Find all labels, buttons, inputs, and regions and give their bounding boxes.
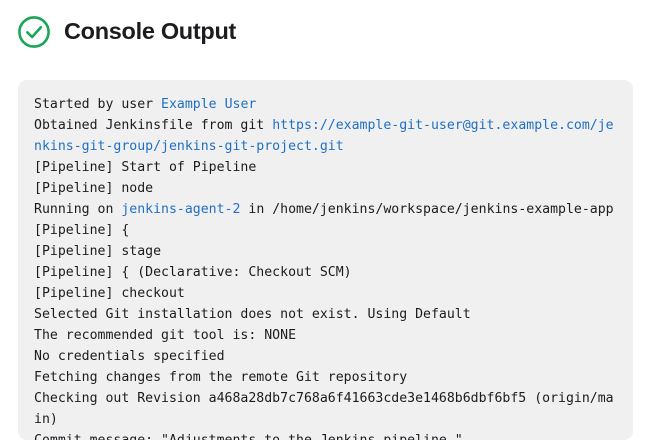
console-log-text: Selected Git installation does not exist… [34, 307, 471, 322]
check-circle-icon [17, 15, 51, 49]
console-log-line: The recommended git tool is: NONE [34, 325, 617, 346]
console-log-line: [Pipeline] { [34, 220, 617, 241]
console-log-text: [Pipeline] node [34, 181, 154, 196]
console-log-line: Checking out Revision a468a28db7c768a6f4… [34, 388, 617, 430]
console-log-line: [Pipeline] Start of Pipeline [34, 157, 617, 178]
console-log-text: [Pipeline] { (Declarative: Checkout SCM) [34, 265, 352, 280]
console-log-text: in /home/jenkins/workspace/jenkins-examp… [240, 202, 614, 217]
console-log-line: Selected Git installation does not exist… [34, 304, 617, 325]
console-log-link[interactable]: jenkins-agent-2 [121, 202, 241, 217]
console-log-line: No credentials specified [34, 346, 617, 367]
console-log-text: Running on [34, 202, 122, 217]
console-log-text: [Pipeline] checkout [34, 286, 185, 301]
console-log-text: Commit message: "Adjustments to the Jenk… [34, 433, 463, 440]
console-log-line: Fetching changes from the remote Git rep… [34, 367, 617, 388]
console-log-text: Obtained Jenkinsfile from git [34, 118, 273, 133]
console-log-text: Checking out Revision a468a28db7c768a6f4… [34, 391, 614, 427]
console-log-text: [Pipeline] Start of Pipeline [34, 160, 257, 175]
console-log-text: Started by user [34, 97, 162, 112]
console-log-line: Running on jenkins-agent-2 in /home/jenk… [34, 199, 617, 220]
console-log-text: The recommended git tool is: NONE [34, 328, 297, 343]
console-log-link[interactable]: https://example-git-user@git.example.com… [34, 118, 614, 154]
console-log-text: [Pipeline] stage [34, 244, 162, 259]
console-log-text: [Pipeline] { [34, 223, 130, 238]
console-log-line: Commit message: "Adjustments to the Jenk… [34, 430, 617, 440]
console-log-text: No credentials specified [34, 349, 225, 364]
console-log-text: Fetching changes from the remote Git rep… [34, 370, 408, 385]
console-log-line: [Pipeline] stage [34, 241, 617, 262]
console-log-link[interactable]: Example User [161, 97, 257, 112]
console-log-line: [Pipeline] checkout [34, 283, 617, 304]
page-header: Console Output [0, 0, 650, 48]
console-log-line: Obtained Jenkinsfile from git https://ex… [34, 115, 617, 157]
page-title: Console Output [64, 18, 237, 45]
console-log-line: [Pipeline] { (Declarative: Checkout SCM) [34, 262, 617, 283]
console-log-line: Started by user Example User [34, 94, 617, 115]
console-log-line: [Pipeline] node [34, 178, 617, 199]
